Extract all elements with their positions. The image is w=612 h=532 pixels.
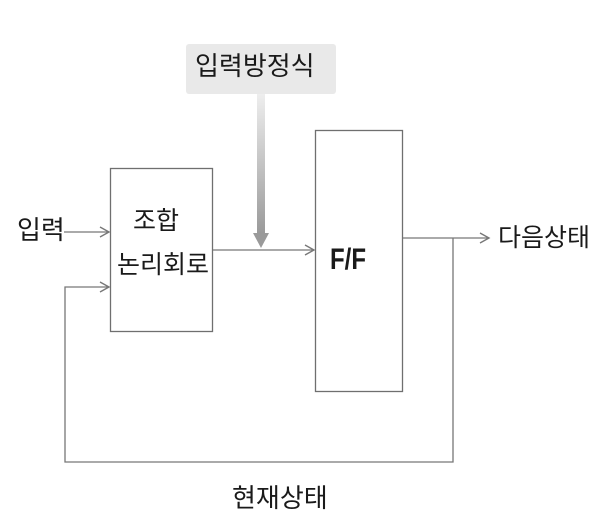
flipflop-block <box>314 129 404 393</box>
next-state-label: 다음상태 <box>498 223 591 252</box>
feedback-line <box>64 238 454 463</box>
flipflop-label: F/F <box>330 243 366 276</box>
present-state-label: 현재상태 <box>232 484 328 514</box>
input-equation-arrowhead <box>253 233 269 248</box>
combinational-label-line2: 논리회로 <box>117 250 210 279</box>
input-label: 입력 <box>17 216 65 246</box>
combinational-logic-block <box>109 167 214 333</box>
input-equation-box <box>186 44 336 94</box>
combinational-label-line1: 조합 <box>133 206 180 235</box>
input-equation-label: 입력방정식 <box>195 52 315 82</box>
input-equation-stem <box>257 94 265 235</box>
